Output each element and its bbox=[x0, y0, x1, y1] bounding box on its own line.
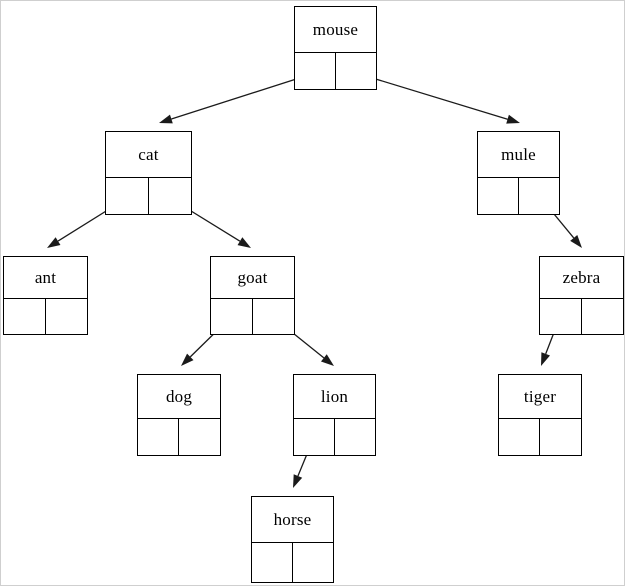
node-right-pointer-tiger[interactable] bbox=[540, 419, 581, 455]
node-label-horse: horse bbox=[252, 497, 333, 543]
node-left-pointer-lion[interactable] bbox=[294, 419, 335, 455]
node-pointers-mule bbox=[478, 178, 559, 214]
node-right-pointer-mule[interactable] bbox=[519, 178, 560, 214]
node-left-pointer-cat[interactable] bbox=[106, 178, 149, 214]
node-left-pointer-mule[interactable] bbox=[478, 178, 519, 214]
tree-node-mule[interactable]: mule bbox=[477, 131, 560, 215]
node-label-ant: ant bbox=[4, 257, 87, 299]
node-pointers-zebra bbox=[540, 299, 623, 334]
tree-node-horse[interactable]: horse bbox=[251, 496, 334, 583]
node-label-zebra: zebra bbox=[540, 257, 623, 299]
node-pointers-ant bbox=[4, 299, 87, 334]
node-label-tiger: tiger bbox=[499, 375, 581, 419]
node-right-pointer-goat[interactable] bbox=[253, 299, 295, 334]
tree-node-ant[interactable]: ant bbox=[3, 256, 88, 335]
node-pointers-dog bbox=[138, 419, 220, 455]
node-left-pointer-mouse[interactable] bbox=[295, 53, 336, 89]
node-right-pointer-horse[interactable] bbox=[293, 543, 334, 582]
node-pointers-lion bbox=[294, 419, 375, 455]
node-label-goat: goat bbox=[211, 257, 294, 299]
node-label-mule: mule bbox=[478, 132, 559, 178]
node-right-pointer-zebra[interactable] bbox=[582, 299, 624, 334]
edge-mouse-to-mule bbox=[355, 72, 520, 124]
node-right-pointer-ant[interactable] bbox=[46, 299, 88, 334]
node-pointers-cat bbox=[106, 178, 191, 214]
edge-mouse-to-cat bbox=[159, 72, 316, 124]
tree-node-mouse[interactable]: mouse bbox=[294, 6, 377, 90]
node-label-mouse: mouse bbox=[295, 7, 376, 53]
node-right-pointer-lion[interactable] bbox=[335, 419, 376, 455]
node-left-pointer-zebra[interactable] bbox=[540, 299, 582, 334]
node-left-pointer-goat[interactable] bbox=[211, 299, 253, 334]
node-label-lion: lion bbox=[294, 375, 375, 419]
node-label-dog: dog bbox=[138, 375, 220, 419]
tree-node-dog[interactable]: dog bbox=[137, 374, 221, 456]
node-left-pointer-ant[interactable] bbox=[4, 299, 46, 334]
node-left-pointer-horse[interactable] bbox=[252, 543, 293, 582]
tree-node-cat[interactable]: cat bbox=[105, 131, 192, 215]
node-right-pointer-mouse[interactable] bbox=[336, 53, 377, 89]
node-right-pointer-cat[interactable] bbox=[149, 178, 192, 214]
tree-node-tiger[interactable]: tiger bbox=[498, 374, 582, 456]
tree-node-zebra[interactable]: zebra bbox=[539, 256, 624, 335]
node-pointers-horse bbox=[252, 543, 333, 582]
node-pointers-goat bbox=[211, 299, 294, 334]
node-right-pointer-dog[interactable] bbox=[179, 419, 220, 455]
node-left-pointer-dog[interactable] bbox=[138, 419, 179, 455]
node-left-pointer-tiger[interactable] bbox=[499, 419, 540, 455]
tree-node-lion[interactable]: lion bbox=[293, 374, 376, 456]
node-pointers-mouse bbox=[295, 53, 376, 89]
node-pointers-tiger bbox=[499, 419, 581, 455]
node-label-cat: cat bbox=[106, 132, 191, 178]
tree-node-goat[interactable]: goat bbox=[210, 256, 295, 335]
